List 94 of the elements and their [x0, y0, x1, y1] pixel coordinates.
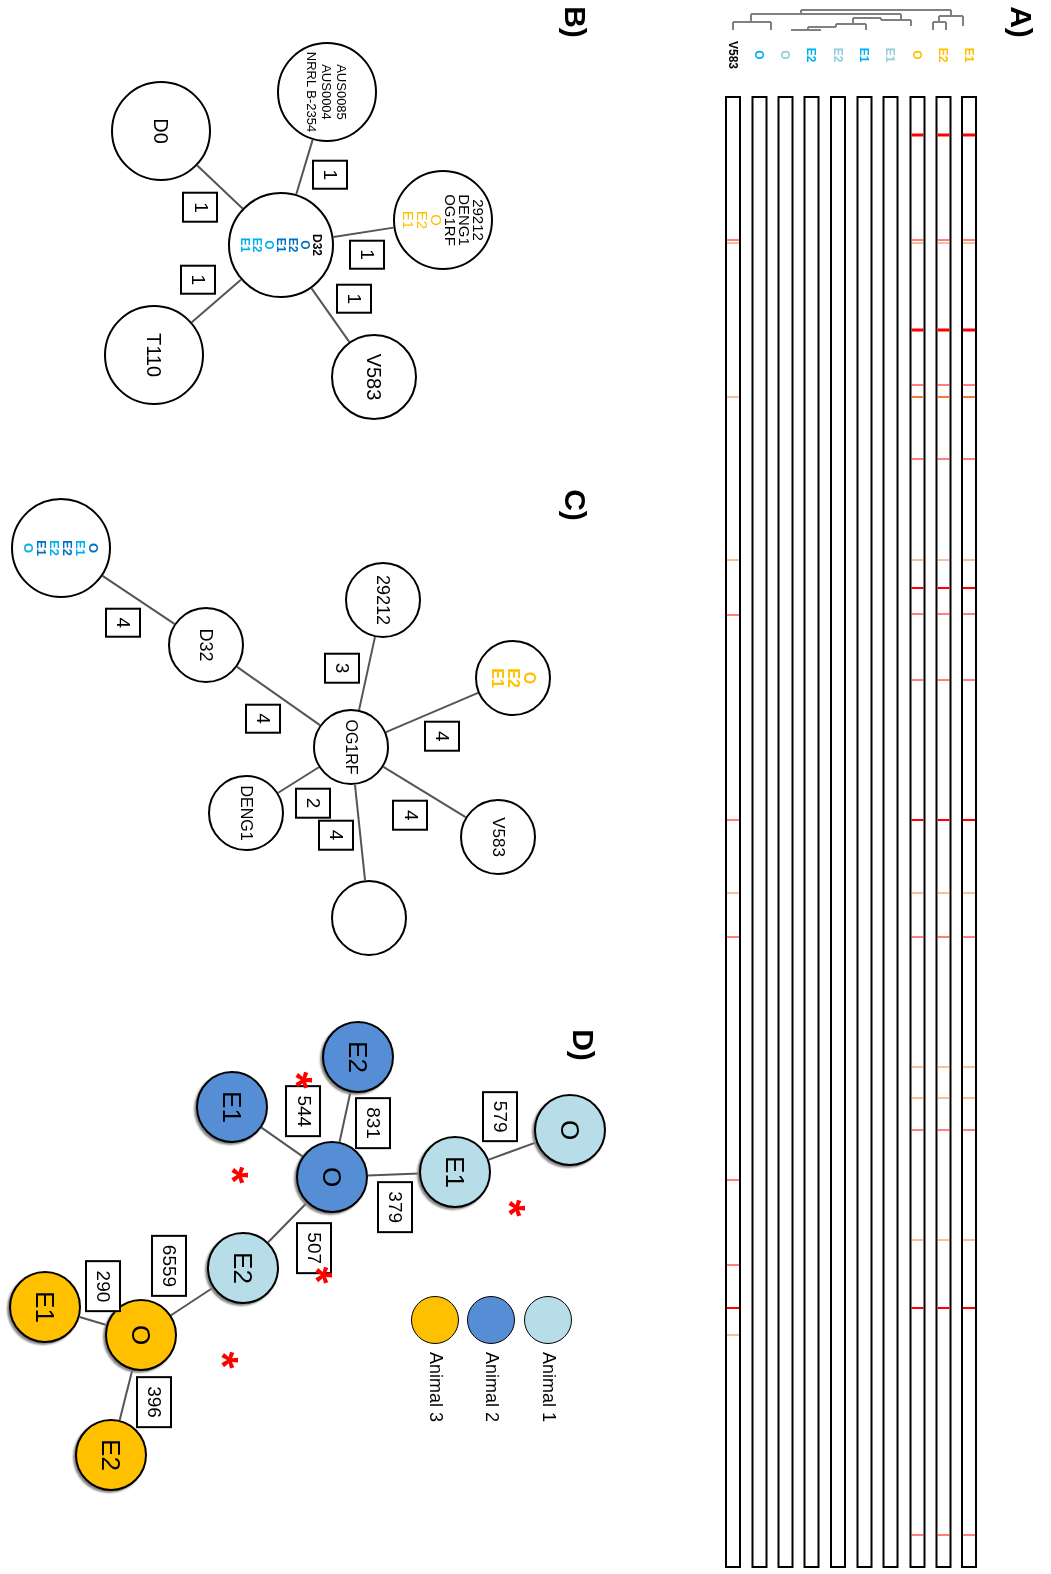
edge-label: 4 [317, 819, 354, 851]
connector-line [236, 665, 321, 727]
connector-line [277, 766, 320, 794]
node-label: OG1RF [443, 194, 457, 246]
node-label: O [125, 1324, 158, 1346]
connector-line [260, 1126, 304, 1158]
significance-asterisk: * [207, 1351, 248, 1369]
node-label: O [87, 542, 100, 554]
track-label: E1 [961, 47, 977, 63]
connector-line [170, 1286, 214, 1317]
node-label: AUS0085 [334, 64, 350, 120]
node-label: OG1RF [342, 719, 361, 775]
connector-line [267, 1201, 308, 1244]
connector-line [190, 278, 242, 324]
significance-asterisk: * [494, 1199, 535, 1217]
node-label: E1 [216, 1091, 249, 1123]
node-label: O [429, 214, 443, 226]
node-label: V583 [487, 817, 509, 857]
track-label: E2 [830, 47, 846, 63]
node-label: O [299, 240, 311, 250]
legend-label: Animal 3 [424, 1352, 447, 1423]
node-label: D32 [311, 234, 323, 256]
edge-label: 1 [182, 192, 219, 223]
edge-label: 579 [481, 1090, 518, 1143]
panel-letter: A) [1003, 6, 1039, 38]
node-label: O [316, 1166, 349, 1188]
connector-line [384, 691, 480, 734]
node-label: V583 [362, 353, 386, 401]
node-label: E2 [48, 540, 61, 556]
significance-asterisk: * [217, 1166, 258, 1184]
node-label: E2 [251, 237, 263, 253]
panel-letter: C) [557, 489, 593, 521]
node-label: E2 [95, 1439, 128, 1471]
legend-label: Animal 2 [480, 1352, 503, 1423]
connector-line [101, 574, 176, 625]
node-label: E1 [489, 668, 505, 688]
node-label: E1 [74, 540, 87, 556]
legend-label: Animal 1 [537, 1352, 560, 1423]
edge-label: 3 [323, 652, 360, 684]
edge-label: 4 [424, 721, 461, 752]
node-label: E1 [239, 237, 251, 253]
track-label: V583 [725, 41, 741, 69]
node-label: E1 [275, 237, 287, 253]
node-label: AUS0004 [319, 64, 335, 120]
edge-label: 379 [376, 1181, 413, 1233]
edge-label: 1 [335, 283, 372, 315]
edge-label: 290 [85, 1260, 122, 1313]
edge-label: 831 [354, 1097, 391, 1149]
node-label: O [263, 240, 275, 250]
track-label: E1 [856, 47, 873, 63]
panel-letter: D) [565, 1029, 601, 1061]
node-label: E2 [505, 668, 521, 688]
node-label: E1 [35, 540, 48, 556]
edge-label: 1 [311, 159, 348, 190]
node-label: E2 [287, 237, 299, 253]
track-label: E2 [803, 47, 820, 63]
edge-label: 1 [348, 239, 385, 270]
node-label: E1 [29, 1291, 62, 1323]
node-label: D32 [195, 628, 218, 662]
node-label: DENG1 [237, 785, 256, 841]
node-label: T110 [142, 332, 166, 378]
connector-line [382, 765, 467, 819]
edge-label: 4 [105, 607, 142, 638]
edge-label: 4 [392, 799, 429, 831]
connector-line [354, 783, 366, 882]
edge-label: 6559 [150, 1234, 187, 1298]
connector-line [338, 1091, 352, 1143]
node-label: O [554, 1119, 587, 1141]
node-label: DENG1 [457, 194, 471, 246]
track-label: O [909, 50, 926, 60]
connector-line [310, 287, 351, 343]
node-label: E2 [61, 540, 74, 556]
panel-letter: B) [557, 6, 593, 38]
edge-label: 4 [244, 703, 281, 734]
node-label: NRRL B-2354 [304, 51, 320, 133]
track-label: O [751, 50, 768, 60]
track-label: E1 [882, 47, 899, 63]
node-label: E1 [439, 1156, 472, 1188]
node-label: E2 [227, 1252, 260, 1284]
connector-line [358, 636, 376, 711]
track-label: O [777, 50, 794, 60]
node-label: O [22, 542, 35, 554]
edge-label: 1 [179, 264, 216, 295]
node-label: E2 [415, 210, 429, 230]
node-label: 29212 [372, 574, 395, 626]
node-label: O [521, 671, 537, 685]
node-label: D0 [149, 118, 173, 144]
node-label: 29212 [471, 199, 485, 241]
node-label: E1 [401, 210, 415, 230]
edge-label: 2 [295, 787, 332, 819]
track-label: E2 [935, 47, 952, 63]
node-label: E2 [342, 1041, 375, 1073]
edge-label: 396 [136, 1376, 173, 1428]
connector-line [196, 164, 244, 210]
